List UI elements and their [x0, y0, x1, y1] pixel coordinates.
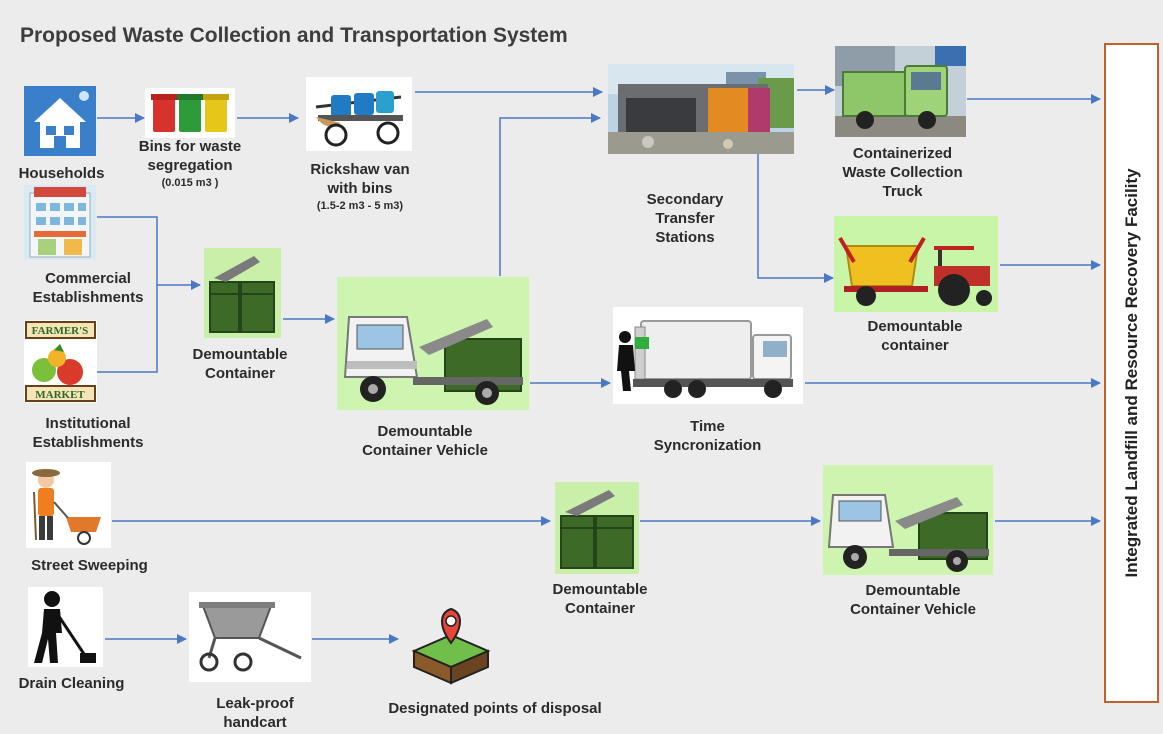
landfill-facility-box: Integrated Landfill and Resource Recover…	[1104, 43, 1159, 703]
institutional-label: Institutional Establishments	[32, 415, 144, 451]
tractor-container-image	[834, 216, 998, 312]
demountable-container-image	[204, 248, 281, 338]
container-2-label: Demountable Container	[552, 581, 648, 617]
container-vehicle-2-image	[823, 465, 993, 575]
compactor-truck-image	[613, 307, 803, 404]
commercial-label: Commercial Establishments	[32, 270, 144, 306]
rickshaw-label: Rickshaw van with bins (1.5-2 m3 - 5 m3)	[310, 161, 410, 212]
rickshaw-van-image	[306, 77, 412, 151]
segregation-bins-image	[145, 88, 235, 138]
drain-cleaning-label: Drain Cleaning	[18, 675, 125, 692]
street-sweeping-label: Street Sweeping	[31, 557, 148, 574]
arrow-transfer-to-tractor	[757, 153, 834, 283]
time-sync-label: Time Syncronization	[653, 418, 762, 454]
drain-cleaner-icon	[28, 587, 103, 667]
households-label: Households	[18, 165, 105, 182]
diagram-title: Proposed Waste Collection and Transporta…	[20, 24, 568, 47]
disposal-label: Designated points of disposal	[388, 700, 602, 717]
arrow-commercial-to-container	[97, 216, 201, 290]
collection-truck-photo	[835, 46, 966, 137]
bins-label: Bins for waste segregation (0.015 m3 )	[138, 138, 242, 189]
farmers-sign-text: FARMER'S	[32, 325, 89, 337]
commercial-building-icon	[24, 185, 96, 260]
transfer-station-photo	[608, 64, 794, 154]
transfer-station-label: Secondary Transfer Stations	[646, 191, 724, 246]
container-1-label: Demountable Container	[192, 346, 288, 382]
tractor-container-label: Demountable container	[867, 318, 963, 354]
handcart-label: Leak-proof handcart	[216, 695, 294, 731]
facility-label: Integrated Landfill and Resource Recover…	[1121, 168, 1141, 578]
container-vehicle-1-label: Demountable Container Vehicle	[362, 423, 488, 459]
container-vehicle-image	[337, 277, 529, 410]
market-sign-text: MARKET	[35, 389, 85, 401]
farmers-market-icon: FARMER'S MARKET	[24, 320, 97, 403]
house-icon	[24, 86, 96, 156]
disposal-location-icon	[406, 599, 496, 689]
container-vehicle-2-label: Demountable Container Vehicle	[850, 582, 976, 618]
truck-label: Containerized Waste Collection Truck	[842, 145, 963, 200]
arrow-institutional-to-container	[97, 285, 158, 373]
street-sweeper-icon	[26, 462, 111, 548]
demountable-container-2-image	[555, 482, 639, 574]
handcart-image	[189, 592, 311, 682]
arrow-vehicle-to-transfer	[499, 113, 601, 276]
